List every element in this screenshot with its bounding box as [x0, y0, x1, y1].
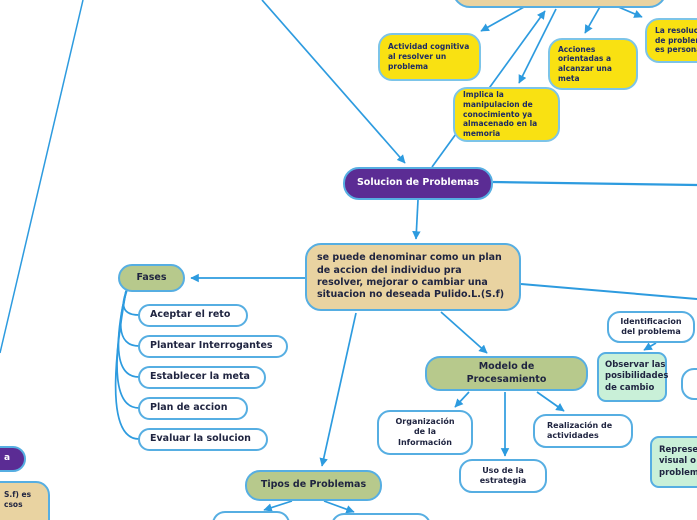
edge-top-to-implica — [518, 8, 557, 84]
node-label: Representación visual o gráfica del prob… — [659, 445, 697, 478]
node-label: Fases — [136, 271, 167, 283]
node-label: Aceptar el reto — [150, 309, 231, 321]
node-label: La resolución de problemas es personal — [655, 25, 697, 55]
edge-solucion-to-definicion — [412, 199, 421, 240]
edge-definicion-to-tipos — [319, 312, 357, 467]
node-fase-evaluar-la-solucion[interactable]: Evaluar la solucion — [138, 428, 268, 451]
node-modelo-de-procesamiento[interactable]: Modelo de Procesamiento — [425, 356, 588, 391]
edge-modelo-to-realizacion — [536, 391, 565, 412]
node-label: se puede denominar como un plan de accio… — [317, 252, 505, 301]
node-label: Solucion de Problemas — [356, 177, 480, 189]
node-label: Uso de la estrategia — [479, 465, 527, 485]
node-fase-aceptar-el-reto[interactable]: Aceptar el reto — [138, 304, 248, 327]
node-label: Realización de actividades — [547, 420, 613, 440]
edge-top-to-acciones — [584, 4, 602, 34]
node-clipped-purple-left[interactable]: a — [0, 446, 26, 472]
node-implica-manipulacion[interactable]: Implica la manipulacion de conocimiento … — [453, 87, 560, 142]
node-resolucion-personal[interactable]: La resolución de problemas es personal — [645, 18, 697, 63]
node-clipped-right-pill[interactable] — [681, 368, 697, 400]
edge-long-top-left — [0, 0, 84, 354]
node-label: Plantear Interrogantes — [150, 340, 273, 352]
edge-fases-to-plan — [116, 290, 140, 409]
edge-definicion-to-modelo — [440, 311, 488, 354]
node-label: a — [4, 453, 11, 464]
node-label: S.f) es csos i — [4, 490, 32, 520]
node-solucion-de-problemas[interactable]: Solucion de Problemas — [343, 167, 493, 200]
node-label: Implica la manipulacion de conocimiento … — [463, 90, 538, 139]
edge-tipos-to-bottom-right — [323, 500, 355, 514]
node-label: Actividad cognitiva al resolver un probl… — [388, 42, 470, 71]
node-label: Organización de la Información — [395, 416, 455, 447]
edge-modelo-to-organizacion — [454, 391, 470, 408]
edge-top-to-actividad — [480, 6, 525, 32]
node-representacion-visual[interactable]: Representación visual o gráfica del prob… — [650, 436, 697, 488]
node-organizacion-informacion[interactable]: Organización de la Información — [377, 410, 473, 455]
node-label: Acciones orientadas a alcanzar una meta — [558, 44, 612, 83]
edge-top-to-solucion — [261, 0, 406, 164]
edge-definicion-right-offscreen — [520, 283, 697, 300]
edge-solucion-right-offscreen — [492, 180, 697, 187]
node-clipped-tan-bottom-left[interactable]: S.f) es csos i — [0, 481, 50, 520]
node-fase-plan-de-accion[interactable]: Plan de accion — [138, 397, 248, 420]
node-label: Observar las posibilidades de cambio — [605, 360, 669, 393]
node-bottom-right-pill[interactable] — [331, 513, 431, 520]
node-label: Evaluar la solucion — [150, 433, 251, 445]
node-realizacion-actividades[interactable]: Realización de actividades — [533, 414, 633, 448]
node-acciones-orientadas[interactable]: Acciones orientadas a alcanzar una meta — [548, 38, 638, 90]
edge-identificacion-to-observar — [643, 342, 657, 351]
node-uso-de-la-estrategia[interactable]: Uso de la estrategia — [459, 459, 547, 493]
node-identificacion-del-problema[interactable]: Identificacion del problema — [607, 311, 695, 343]
edge-fases-to-evaluar — [114, 290, 140, 440]
node-actividad-cognitiva[interactable]: Actividad cognitiva al resolver un probl… — [378, 33, 481, 81]
node-observar-posibilidades[interactable]: Observar las posibilidades de cambio — [597, 352, 669, 402]
node-label: Modelo de Procesamiento — [466, 361, 547, 385]
node-label: Plan de accion — [150, 402, 228, 414]
node-fases[interactable]: Fases — [118, 264, 185, 292]
node-fase-establecer-la-meta[interactable]: Establecer la meta — [138, 366, 266, 389]
edge-tipos-to-bottom-left — [263, 500, 293, 512]
node-label: Identificacion del problema — [620, 316, 682, 336]
node-top-parent[interactable] — [452, 0, 667, 8]
node-label: Establecer la meta — [150, 371, 250, 383]
node-bottom-left-pill[interactable] — [212, 511, 290, 520]
node-tipos-de-problemas[interactable]: Tipos de Problemas — [245, 470, 382, 501]
node-fase-plantear-interrogantes[interactable]: Plantear Interrogantes — [138, 335, 288, 358]
node-definicion[interactable]: se puede denominar como un plan de accio… — [305, 243, 521, 311]
node-label: Tipos de Problemas — [260, 479, 367, 491]
